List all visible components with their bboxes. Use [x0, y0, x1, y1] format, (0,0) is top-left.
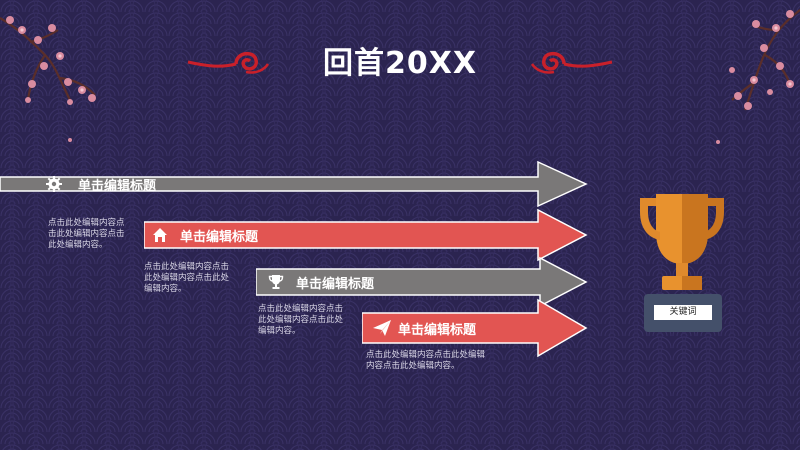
arrow-shape	[362, 298, 588, 358]
item-description-3: 点击此处编辑内容点击此处编辑内容点击此处编辑内容。	[258, 304, 344, 336]
cloud-ornament-right	[530, 51, 613, 74]
keyword-label[interactable]: 关键词	[654, 305, 712, 320]
arrow-shape	[144, 208, 588, 262]
timeline-arrow-3[interactable]: 单击编辑标题	[256, 256, 588, 308]
cloud-ornament-left	[187, 51, 270, 74]
timeline-arrow-2[interactable]: 单击编辑标题	[144, 208, 588, 262]
slide-title: 回首20XX	[322, 46, 477, 81]
trophy-illustration	[640, 194, 724, 290]
arrow-title-4: 单击编辑标题	[398, 322, 477, 338]
item-description-4: 点击此处编辑内容点击此处编辑内容点击此处编辑内容。	[366, 350, 486, 371]
arrow-title-3: 单击编辑标题	[296, 276, 375, 292]
plum-blossom-left-decoration	[0, 16, 96, 142]
paper-plane-icon	[372, 298, 392, 358]
home-icon	[152, 208, 168, 262]
trophy-icon	[268, 256, 284, 308]
arrow-shape	[256, 256, 588, 308]
plum-blossom-right-decoration	[716, 9, 800, 144]
timeline-arrow-1[interactable]: 单击编辑标题	[0, 160, 588, 208]
gear-icon	[46, 160, 62, 208]
item-description-2: 点击此处编辑内容点击此处编辑内容点击此处编辑内容。	[144, 262, 230, 294]
arrow-title-1: 单击编辑标题	[78, 178, 157, 194]
arrow-title-2: 单击编辑标题	[180, 229, 259, 245]
timeline-arrow-4[interactable]: 单击编辑标题	[362, 298, 588, 358]
item-description-1: 点击此处编辑内容点击此处编辑内容点击此处编辑内容。	[48, 218, 125, 250]
arrow-shape	[0, 160, 588, 208]
